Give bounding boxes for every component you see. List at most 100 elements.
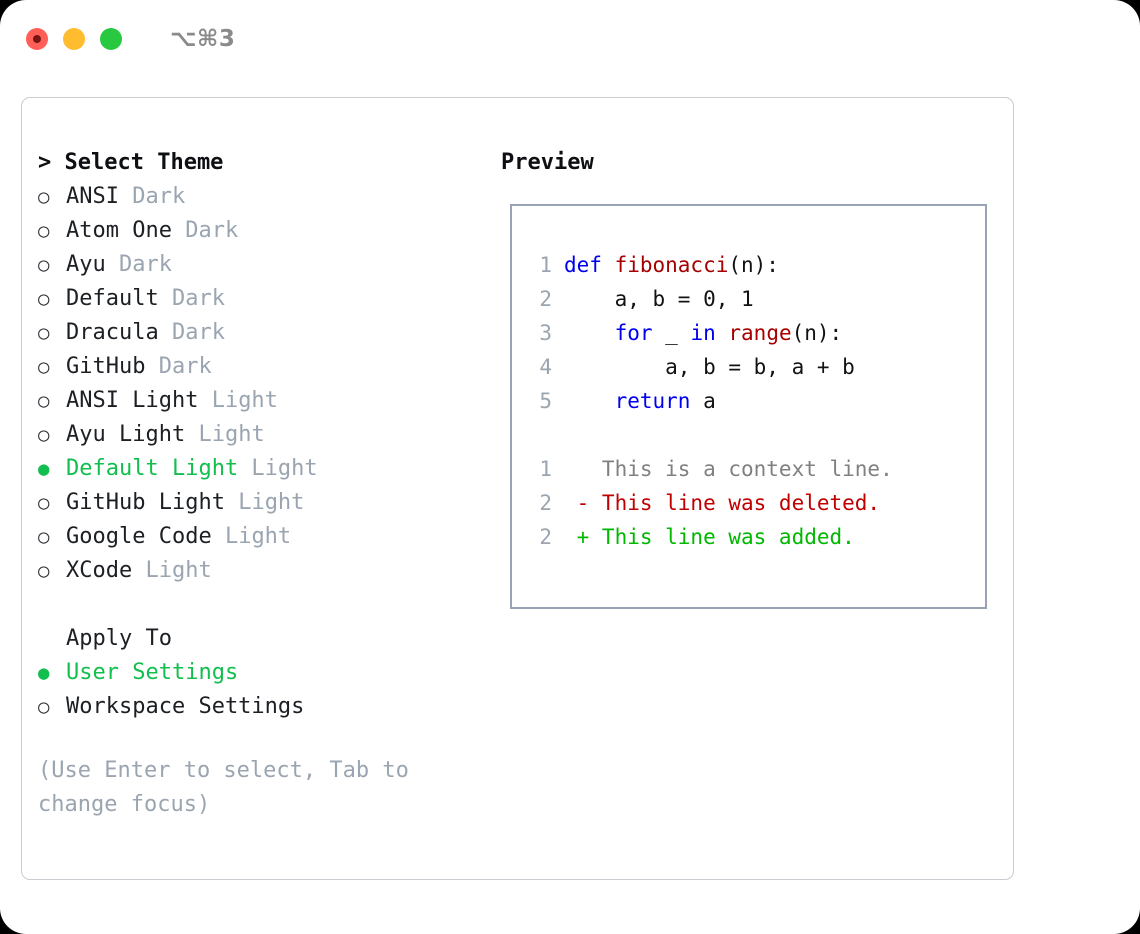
title-bar: ⌥⌘3 [0,0,1140,78]
preview-title: Preview [501,150,594,175]
theme-variant-badge: Dark [105,252,172,277]
theme-list-item[interactable]: ○ Atom One Dark [38,214,478,248]
theme-variant-badge: Dark [171,218,239,243]
theme-name: Default Light [66,456,239,481]
code-token [564,389,615,413]
theme-variant-badge: Light [198,388,278,413]
theme-name: Atom One [66,218,172,243]
theme-name: ANSI Light [66,388,199,413]
zoom-button[interactable] [100,28,122,50]
theme-variant-badge: Light [185,422,265,447]
theme-name: GitHub [66,354,146,379]
code-line-text: def fibonacci(n): [552,248,779,282]
theme-variant-badge: Dark [158,286,225,311]
theme-name: ANSI [66,184,119,209]
theme-list-item[interactable]: ○ Default Dark [38,282,478,316]
apply-to-header-row: Apply To [38,622,478,656]
theme-name: Ayu [66,252,106,277]
radio-unselected-icon[interactable]: ○ [38,220,50,242]
radio-unselected-icon[interactable]: ○ [38,254,50,276]
theme-variant-badge: Dark [158,320,225,345]
code-line: 1 This is a context line. [530,452,893,486]
code-line: 2 a, b = 0, 1 [530,282,893,316]
line-number [530,418,552,452]
theme-list-item[interactable]: ○Google Code Light [38,520,478,554]
code-token: + This line was added. [564,525,855,549]
radio-unselected-icon[interactable]: ○ [38,288,50,310]
code-line-text: return a [552,384,716,418]
theme-list-item[interactable]: ○Dracula Dark [38,316,478,350]
theme-picker-header: > Select Theme [38,150,224,175]
code-token: _ [652,321,691,345]
code-token: a [690,389,716,413]
keyboard-shortcut-label: ⌥⌘3 [170,26,236,52]
theme-variant-badge: Dark [145,354,212,379]
theme-list-item[interactable]: ○ ANSI Dark [38,180,478,214]
theme-variant-badge: Light [224,490,305,515]
code-token: - This line was deleted. [564,491,881,515]
section-spacer [38,588,478,622]
radio-selected-icon[interactable]: ● [38,662,50,684]
code-line: 3 for _ in range(n): [530,316,893,350]
theme-list-item[interactable]: ○ GitHub Dark [38,350,478,384]
code-token: This is a context line. [564,457,893,481]
line-number: 2 [539,491,552,515]
radio-unselected-icon[interactable]: ○ [38,356,50,378]
theme-list-item[interactable]: ○ GitHub Light Light [38,486,478,520]
theme-list-item[interactable]: ○ ANSI Light Light [38,384,478,418]
theme-list-item[interactable]: ● Default Light Light [38,452,478,486]
code-line [530,418,893,452]
apply-to-list: ● User Settings ○Workspace Settings [38,656,478,724]
theme-name: Default [66,286,159,311]
code-line-text: This is a context line. [552,452,893,486]
code-line: 2 + This line was added. [530,520,893,554]
apply-to-label: User Settings [66,660,239,685]
code-token: return [614,389,691,413]
code-line: 4 a, b = b, a + b [530,350,893,384]
theme-list-item[interactable]: ○Ayu Light Light [38,418,478,452]
radio-unselected-icon[interactable]: ○ [38,560,50,582]
code-line-text: + This line was added. [552,520,855,554]
radio-unselected-icon[interactable]: ○ [38,696,50,718]
code-token: a, b = 0, 1 [564,287,754,311]
theme-name: XCode [66,558,133,583]
radio-unselected-icon[interactable]: ○ [38,492,50,514]
theme-list-item[interactable]: ○ Ayu Dark [38,248,478,282]
apply-to-item[interactable]: ○Workspace Settings [38,690,478,724]
code-token: range [728,321,792,345]
code-line-text: a, b = b, a + b [552,350,855,384]
radio-unselected-icon[interactable]: ○ [38,322,50,344]
code-line-text: for _ in range(n): [552,316,843,350]
theme-list-item[interactable]: ○ XCode Light [38,554,478,588]
theme-variant-badge: Light [238,456,318,481]
apply-to-item[interactable]: ● User Settings [38,656,478,690]
radio-unselected-icon[interactable]: ○ [38,526,50,548]
code-token: def [564,253,615,277]
code-line-text: a, b = 0, 1 [552,282,754,316]
code-line-text: - This line was deleted. [552,486,880,520]
theme-variant-badge: Light [132,558,212,583]
theme-variant-badge: Light [211,524,292,549]
preview-column: Preview [501,146,1001,180]
radio-unselected-icon[interactable]: ○ [38,424,50,446]
code-token: (n): [791,321,843,345]
line-number: 3 [539,321,552,345]
minimize-button[interactable] [63,28,85,50]
code-line: 2 - This line was deleted. [530,486,893,520]
theme-picker-column: > Select Theme ○ANSI Dark○Atom One Dark○… [38,146,478,822]
code-token [564,423,577,447]
code-token: (n): [728,253,779,277]
line-number: 2 [539,287,552,311]
apply-to-header: Apply To [66,626,172,651]
code-token: a, b = b, a + b [564,355,855,379]
radio-unselected-icon[interactable]: ○ [38,186,50,208]
close-button[interactable] [26,28,48,50]
theme-variant-badge: Dark [118,184,186,209]
traffic-lights [26,28,122,50]
theme-list: ○ ANSI Dark ○ Atom One Dark ○ Ayu Dark ○ Defaul… [38,180,478,588]
theme-name: GitHub Light [66,490,225,515]
radio-unselected-icon[interactable]: ○ [38,390,50,412]
radio-selected-icon[interactable]: ● [38,458,50,480]
